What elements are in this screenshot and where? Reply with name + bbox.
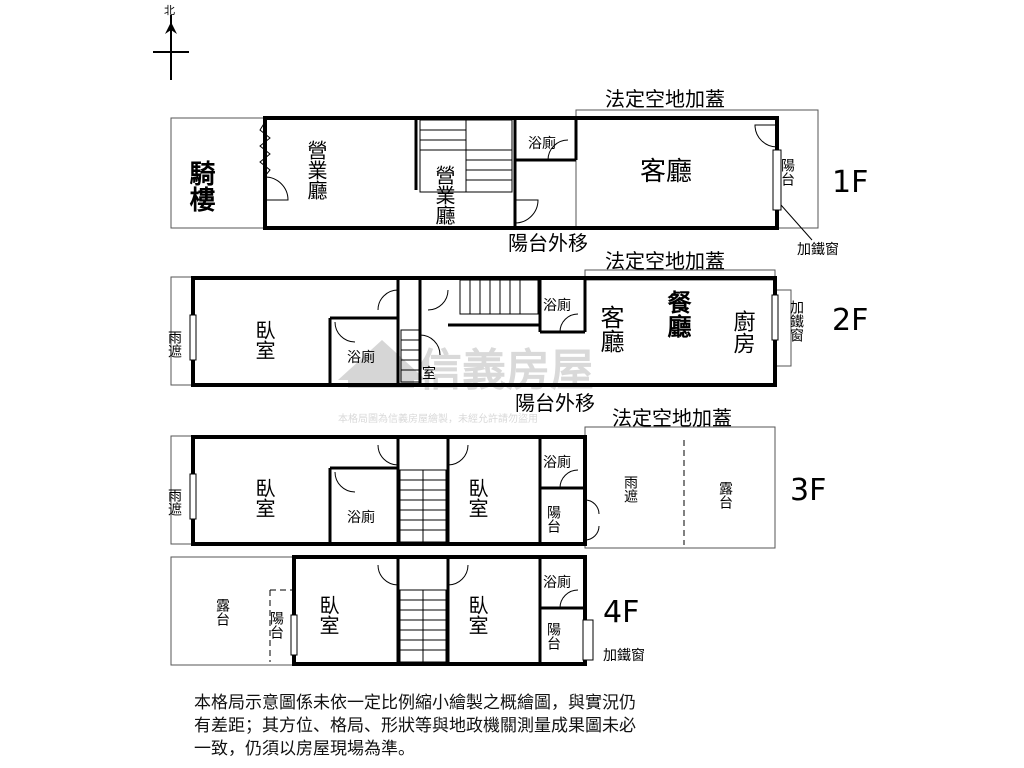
floor-label: 4F [603,595,639,630]
annotation-bottom: 陽台外移 [508,231,588,255]
north-label: 北 [164,4,175,17]
disclaimer-note: 本格局示意圖係未依一定比例縮小繪製之概繪圖，與實況仍 有差距；其方位、格局、形狀… [194,693,636,759]
room-label: 臥室 [316,595,340,635]
watermark-notice: 本格局圖為信義房屋繪製，未經允許請勿盜用 [338,412,538,425]
floor-1f [170,109,819,241]
annotation-window: 加鐵窗 [603,647,645,664]
room-label: 臥室 [465,595,489,635]
room-label: 浴廁 [528,135,556,152]
room-label: 室 [422,365,436,382]
room-label: 陽台 [268,611,284,639]
room-label: 陽台 [779,158,795,186]
room-label: 雨遮 [166,488,182,516]
annotation-top: 法定空地加蓋 [605,249,725,273]
room-label: 騎樓 [185,160,215,212]
floor-label: 2F [832,303,868,338]
room-label: 廚房 [730,310,756,354]
room-label: 浴廁 [543,454,571,471]
room-label: 雨遮 [166,330,182,358]
room-label: 臥室 [465,478,489,518]
room-label: 雨遮 [622,475,638,503]
watermark-brand: 信義房屋 [418,345,594,396]
floor-label: 1F [832,165,868,200]
annotation-top: 法定空地加蓋 [612,406,732,430]
annotation-window: 加鐵窗 [797,241,839,258]
room-label: 浴廁 [347,349,375,366]
room-label: 營業廳 [304,140,328,200]
annotation-bottom: 陽台外移 [515,391,595,415]
room-label: 浴廁 [543,574,571,591]
floor-3f [170,426,776,549]
floor-4f [170,555,594,666]
room-label: 餐廳 [663,290,691,339]
room-label: 陽台 [545,622,561,650]
annotation-window: 加鐵窗 [788,300,804,342]
room-label: 浴廁 [347,509,375,526]
room-label: 露台 [717,481,733,509]
north-arrow-icon [153,15,189,80]
room-label: 臥室 [252,478,276,518]
room-label: 營業廳 [432,165,456,225]
floor-2f [170,269,792,387]
floor-label: 3F [790,473,826,508]
room-label: 臥室 [252,320,276,360]
room-label: 浴廁 [543,297,571,314]
room-label: 客廳 [640,157,692,187]
room-label: 客廳 [596,305,624,353]
room-label: 露台 [214,598,230,626]
annotation-top: 法定空地加蓋 [605,87,725,111]
room-label: 陽台 [545,505,561,533]
